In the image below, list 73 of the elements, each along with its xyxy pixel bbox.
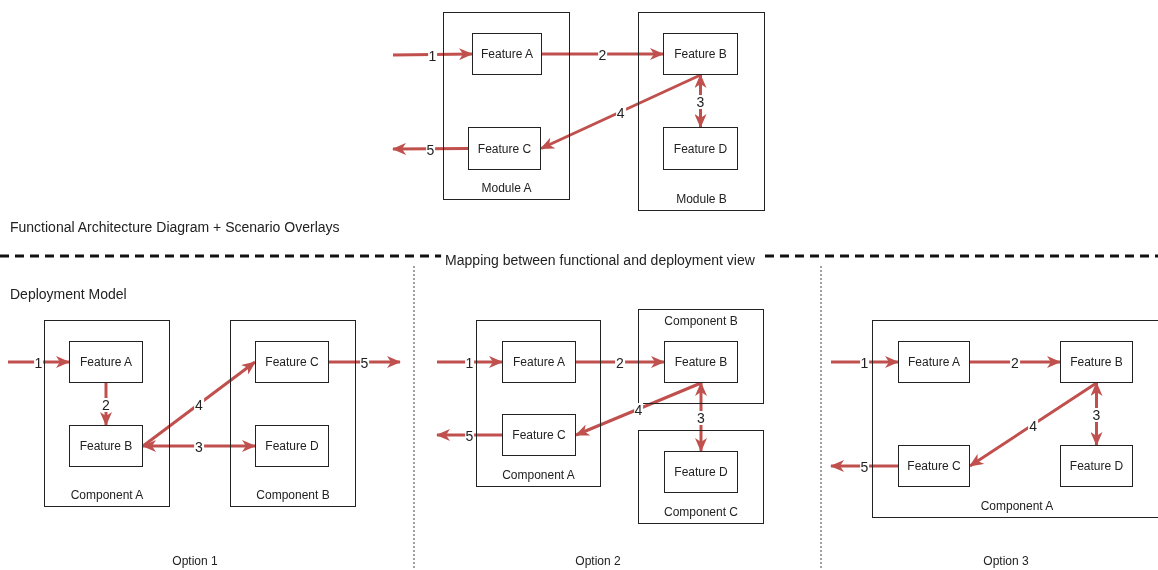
arrow [437, 356, 503, 368]
edge-label: 3 [696, 411, 706, 425]
container-box [638, 12, 765, 211]
edge-label: 1 [33, 356, 44, 370]
container-box [443, 12, 570, 200]
container-box [872, 320, 1158, 518]
edge-label: 1 [859, 356, 870, 370]
arrow [575, 381, 702, 437]
edge-label: 5 [425, 142, 436, 157]
container-label: Component B [255, 488, 331, 502]
feature-box: Feature B [1060, 341, 1133, 383]
arrow [576, 356, 665, 368]
edge-label: 5 [859, 460, 870, 474]
feature-box: Feature C [502, 414, 576, 456]
feature-box: Feature A [69, 341, 143, 383]
container-label: Component B [663, 314, 739, 328]
edge-label: 5 [464, 429, 475, 443]
container-box [44, 320, 170, 507]
arrow [831, 356, 899, 368]
arrow [142, 360, 256, 448]
text-label: Functional Architecture Diagram + Scenario Overlays [10, 219, 340, 235]
text-label: Deployment Model [10, 286, 127, 302]
arrow [392, 48, 473, 61]
feature-box: Feature C [468, 127, 541, 170]
arrow [329, 356, 401, 368]
edge-label: 5 [359, 356, 370, 370]
edge-label: 3 [1091, 408, 1102, 422]
feature-box: Feature C [898, 445, 970, 487]
container-box [638, 430, 764, 524]
feature-box: Feature C [255, 341, 329, 383]
container-label: Module A [480, 181, 533, 195]
edge-label: 2 [101, 398, 111, 412]
edge-label: 4 [633, 403, 644, 417]
container-label: Component A [979, 499, 1055, 513]
container-label: Component A [69, 488, 145, 502]
arrow [695, 382, 707, 452]
arrow [436, 429, 502, 441]
arrow [142, 440, 256, 452]
edge-label: 4 [1028, 418, 1039, 433]
edge-label: 1 [464, 356, 475, 370]
arrow [540, 73, 702, 150]
feature-box: Feature A [898, 341, 970, 383]
edge-label: 4 [194, 398, 204, 412]
edge-label: 2 [1010, 356, 1020, 370]
feature-box: Feature D [664, 451, 738, 493]
feature-box: Feature B [69, 425, 143, 467]
edge-label: 1 [427, 48, 438, 63]
arrow [8, 356, 70, 368]
edge-label: 3 [695, 95, 706, 109]
feature-box: Feature B [663, 33, 738, 75]
arrow [1090, 382, 1103, 446]
container-box [638, 309, 764, 404]
arrow [830, 460, 898, 472]
feature-box: Feature D [1060, 445, 1133, 487]
container-label: Module B [675, 192, 728, 206]
container-label: Component C [662, 505, 739, 519]
arrow [969, 381, 1098, 468]
edge-label: 3 [194, 440, 204, 454]
feature-box: Feature A [502, 341, 576, 383]
feature-box: Feature A [472, 33, 542, 75]
feature-box: Feature D [255, 425, 329, 467]
container-label: Component A [501, 468, 576, 482]
edge-label: 2 [615, 356, 625, 370]
container-box [230, 320, 356, 507]
feature-box: Feature D [663, 127, 738, 170]
arrow [970, 356, 1061, 368]
edge-label: 2 [597, 48, 608, 62]
arrow [542, 48, 664, 60]
container-box [476, 320, 601, 487]
arrow [392, 142, 468, 155]
text-label: Mapping between functional and deployment view [441, 252, 759, 268]
feature-box: Feature B [664, 341, 738, 383]
edge-label: 4 [615, 105, 626, 120]
